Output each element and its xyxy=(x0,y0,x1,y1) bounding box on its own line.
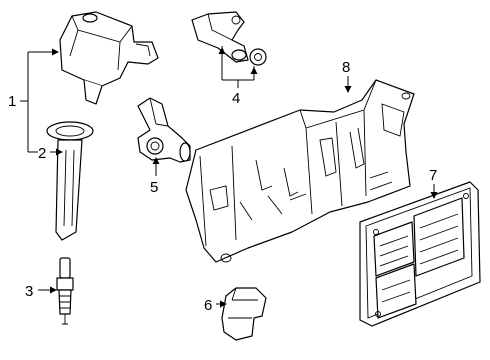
callout-8: 8 xyxy=(342,59,350,76)
knock-sensor xyxy=(221,287,267,341)
callout-3: 3 xyxy=(25,283,33,300)
spark-plug xyxy=(56,257,74,325)
callout-5: 5 xyxy=(150,179,158,196)
leader-1 xyxy=(20,52,29,152)
callout-2: 2 xyxy=(38,145,46,162)
leader-lines xyxy=(20,46,438,308)
callout-4: 4 xyxy=(232,90,240,107)
callout-labels: 1 2 3 4 5 6 7 8 xyxy=(8,59,437,314)
washer xyxy=(249,48,267,66)
cam-sensor xyxy=(191,11,249,63)
callout-1: 1 xyxy=(8,93,16,110)
ignition-coil xyxy=(59,11,159,105)
callout-7: 7 xyxy=(429,167,437,184)
callout-6: 6 xyxy=(204,297,212,314)
mounting-bracket xyxy=(185,79,415,263)
coil-boot xyxy=(46,121,94,241)
ecm-module xyxy=(359,181,481,327)
crank-sensor xyxy=(137,97,191,163)
